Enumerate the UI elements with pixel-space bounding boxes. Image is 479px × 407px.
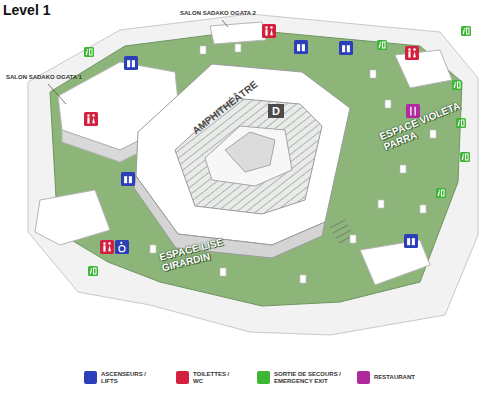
- exit-icon: [460, 152, 470, 162]
- icons: [84, 24, 471, 276]
- exit-icon: [461, 26, 471, 36]
- lift-icon: [404, 234, 418, 248]
- service-block: [395, 50, 452, 88]
- acc-icon: [115, 240, 129, 254]
- lift-icon: [339, 41, 353, 55]
- legend-text: TOILETTES / WC: [193, 371, 239, 385]
- exit-icon: [436, 188, 446, 198]
- legend-item: RESTAURANT: [357, 371, 415, 384]
- stage-core: [225, 132, 275, 172]
- legend-item: TOILETTES / WC: [176, 371, 239, 385]
- area-label: ESPACE LISE GIRARDIN: [158, 235, 233, 274]
- legend-swatch: [84, 371, 97, 384]
- exit-icon: [88, 266, 98, 276]
- node-text: AMPHITHÉÂTRE: [190, 78, 260, 136]
- building-slab: [28, 14, 478, 335]
- salon-room: [210, 22, 266, 44]
- legend-text: RESTAURANT: [374, 374, 415, 381]
- leader-line: [222, 20, 228, 27]
- furniture: [150, 44, 436, 283]
- wc-icon: [262, 24, 276, 38]
- legend-text: ASCENSEURS / LIFTS: [101, 371, 147, 385]
- exit-icon: [377, 40, 387, 50]
- legend-swatch: [176, 371, 189, 384]
- legend-text: SORTIE DE SECOURS / EMERGENCY EXIT: [274, 371, 344, 385]
- service-block: [360, 240, 430, 285]
- legend-swatch: [357, 371, 370, 384]
- node-text: D: [272, 105, 280, 117]
- legend-item: SORTIE DE SECOURS / EMERGENCY EXIT: [257, 371, 344, 385]
- lift-icon: [124, 56, 138, 70]
- lift-icon: [121, 172, 135, 186]
- amphitheatre-label: AMPHITHÉÂTRE: [188, 76, 262, 138]
- door-badge: D: [268, 104, 284, 118]
- wc-icon: [100, 240, 114, 254]
- wc-icon: [405, 46, 419, 60]
- legend-swatch: [257, 371, 270, 384]
- exit-icon: [452, 80, 462, 90]
- floor-area: [50, 30, 462, 306]
- room-label: SALON SADAKO OGATA 1: [6, 74, 86, 81]
- room-label: SALON SADAKO OGATA 2: [180, 10, 270, 17]
- area-label: ESPACE VIOLETA PARRA: [378, 100, 466, 153]
- amphitheatre-shell: [136, 64, 350, 245]
- lift-icon: [294, 40, 308, 54]
- seating-area: [175, 98, 322, 214]
- wc-icon: [84, 112, 98, 126]
- stage: [205, 126, 292, 186]
- exit-icon: [84, 47, 94, 57]
- legend-item: ASCENSEURS / LIFTS: [84, 371, 147, 385]
- level-title: Level 1: [3, 3, 50, 18]
- service-block: [35, 190, 110, 245]
- leader-line: [48, 84, 66, 104]
